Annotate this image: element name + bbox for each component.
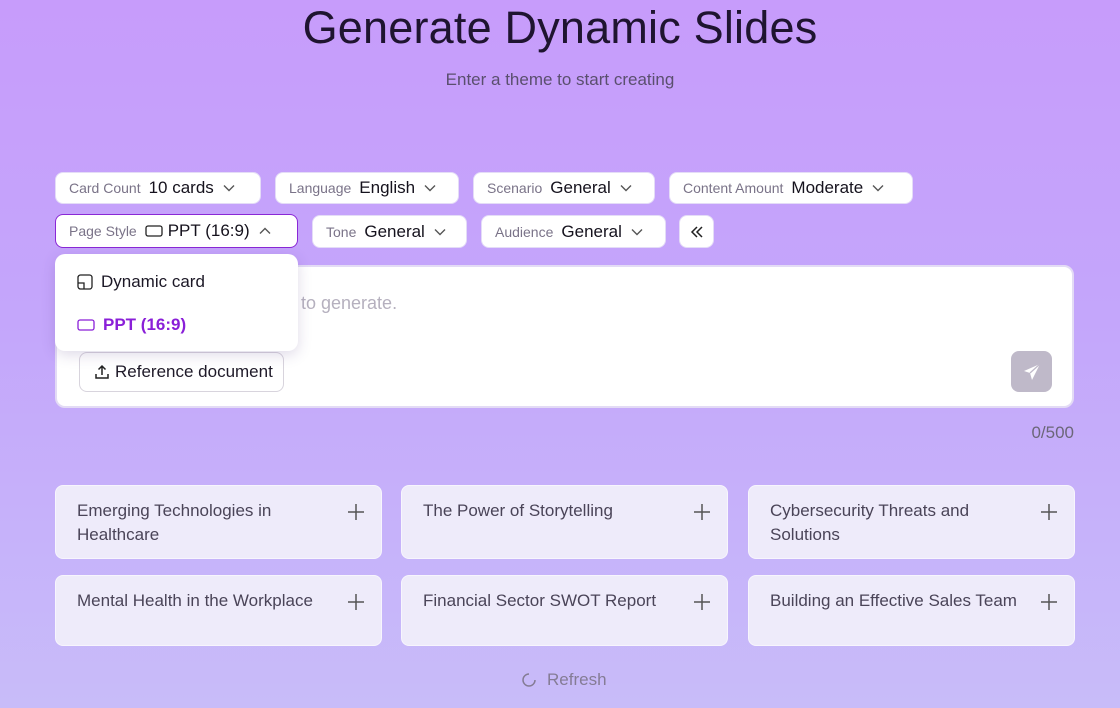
language-value: English (359, 178, 416, 197)
topic-input-placeholder[interactable]: to generate. (301, 293, 398, 313)
plus-icon[interactable] (347, 503, 365, 521)
send-icon (1022, 362, 1042, 382)
page-style-value: PPT (16:9) (167, 221, 250, 240)
topic-card[interactable]: Mental Health in the Workplace (55, 575, 382, 646)
upload-icon (94, 364, 115, 380)
chevron-down-icon (872, 182, 884, 194)
topic-card-text: Building an Effective Sales Team (770, 591, 1017, 610)
plus-icon[interactable] (1040, 593, 1058, 611)
chevron-down-icon (223, 182, 235, 194)
option-label: PPT (16:9) (103, 315, 187, 334)
page-style-label: Page Style (69, 223, 137, 239)
content-amount-value: Moderate (791, 178, 864, 197)
topic-card[interactable]: Emerging Technologies in Healthcare (55, 485, 382, 559)
chevron-down-icon (424, 182, 436, 194)
page-style-select[interactable]: Page Style PPT (16:9) (55, 214, 298, 248)
content-amount-select[interactable]: Content Amount Moderate (669, 172, 913, 204)
audience-value: General (561, 221, 622, 241)
plus-icon[interactable] (347, 593, 365, 611)
scenario-select[interactable]: Scenario General (473, 172, 655, 204)
tone-label: Tone (326, 223, 357, 240)
chevron-down-icon (620, 182, 632, 194)
chevrons-left-icon (690, 225, 704, 238)
option-label: Dynamic card (101, 272, 205, 291)
card-count-label: Card Count (69, 180, 141, 196)
tone-value: General (364, 221, 425, 241)
rectangle-icon (77, 319, 103, 331)
audience-select[interactable]: Audience General (481, 215, 666, 248)
refresh-icon (520, 671, 547, 689)
topic-card-text: Cybersecurity Threats and Solutions (770, 501, 970, 544)
rectangle-icon (145, 225, 163, 237)
card-count-value: 10 cards (148, 178, 214, 197)
send-button[interactable] (1011, 351, 1052, 392)
content-amount-label: Content Amount (683, 180, 784, 196)
plus-icon[interactable] (693, 503, 711, 521)
language-label: Language (289, 180, 352, 196)
collapse-options-button[interactable] (679, 215, 714, 248)
page-style-dropdown: Dynamic card PPT (16:9) (55, 254, 298, 351)
chevron-up-icon (259, 225, 271, 237)
plus-icon[interactable] (1040, 503, 1058, 521)
card-layout-icon (77, 274, 101, 290)
reference-document-label: Reference document (115, 362, 273, 381)
page-subtitle: Enter a theme to start creating (445, 70, 675, 89)
topic-card[interactable]: Building an Effective Sales Team (748, 575, 1075, 646)
topic-card-text: Financial Sector SWOT Report (423, 591, 657, 610)
page-style-option-ppt[interactable]: PPT (16:9) (77, 314, 186, 336)
language-select[interactable]: Language English (275, 172, 459, 204)
topic-card[interactable]: Cybersecurity Threats and Solutions (748, 485, 1075, 559)
card-count-select[interactable]: Card Count 10 cards (55, 172, 261, 204)
tone-select[interactable]: Tone General (312, 215, 467, 248)
refresh-button[interactable]: Refresh (520, 670, 607, 690)
scenario-label: Scenario (487, 180, 543, 196)
reference-document-button[interactable]: Reference document (79, 352, 284, 392)
topic-card-text: Emerging Technologies in Healthcare (77, 501, 272, 544)
plus-icon[interactable] (693, 593, 711, 611)
chevron-down-icon (631, 226, 643, 238)
topic-card[interactable]: The Power of Storytelling (401, 485, 728, 559)
page-title: Generate Dynamic Slides (302, 2, 818, 53)
topic-card-text: Mental Health in the Workplace (77, 591, 313, 610)
audience-label: Audience (495, 223, 554, 240)
refresh-label: Refresh (547, 670, 607, 689)
topic-card-text: The Power of Storytelling (423, 501, 613, 520)
chevron-down-icon (434, 226, 446, 238)
topic-card[interactable]: Financial Sector SWOT Report (401, 575, 728, 646)
character-counter: 0/500 (1031, 423, 1074, 442)
page-style-option-dynamic-card[interactable]: Dynamic card (77, 271, 205, 293)
scenario-value: General (550, 178, 611, 197)
